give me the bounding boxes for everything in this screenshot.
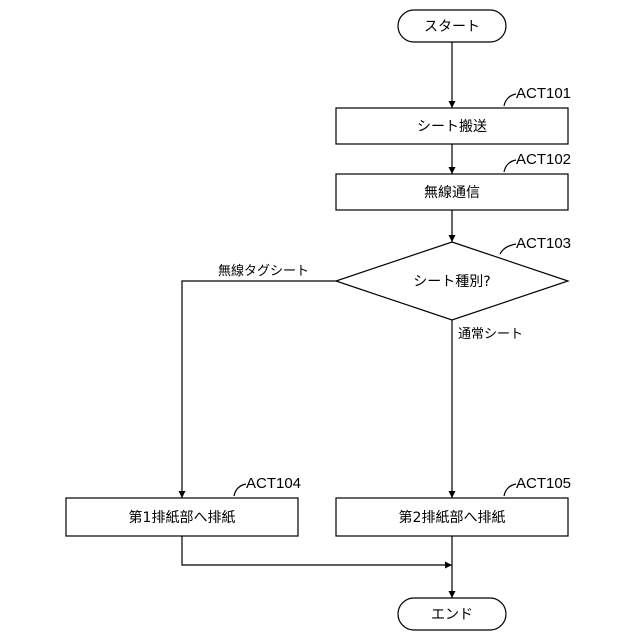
act103-leader: [500, 244, 516, 254]
act102-step-label: ACT102: [516, 151, 571, 168]
act105-leader: [504, 484, 516, 496]
start-terminal: スタート: [398, 10, 506, 42]
act105-label: 第2排紙部へ排紙: [399, 509, 506, 526]
act104-label: 第1排紙部へ排紙: [129, 509, 236, 526]
edge-act104-merge: [182, 536, 452, 565]
act101-step-label: ACT101: [516, 85, 571, 102]
process-act102: 無線通信: [336, 174, 568, 210]
edge-decision-to-act104: [182, 281, 336, 498]
act102-leader: [504, 160, 516, 172]
act101-label: シート搬送: [417, 119, 487, 135]
end-terminal: エンド: [398, 598, 506, 630]
act101-leader: [504, 94, 516, 106]
act102-label: 無線通信: [424, 185, 480, 201]
decision-label: シート種別?: [413, 274, 490, 290]
process-act101: シート搬送: [336, 108, 568, 144]
process-act105: 第2排紙部へ排紙: [336, 498, 568, 536]
act104-step-label: ACT104: [246, 475, 301, 492]
act105-step-label: ACT105: [516, 475, 571, 492]
branch-left-label: 無線タグシート: [218, 263, 309, 279]
act104-leader: [234, 484, 246, 496]
process-act104: 第1排紙部へ排紙: [66, 498, 298, 536]
act103-step-label: ACT103: [516, 235, 571, 252]
branch-down-label: 通常シート: [458, 327, 523, 342]
end-label: エンド: [431, 607, 473, 623]
start-label: スタート: [424, 19, 480, 35]
decision-act103: シート種別?: [336, 242, 568, 320]
